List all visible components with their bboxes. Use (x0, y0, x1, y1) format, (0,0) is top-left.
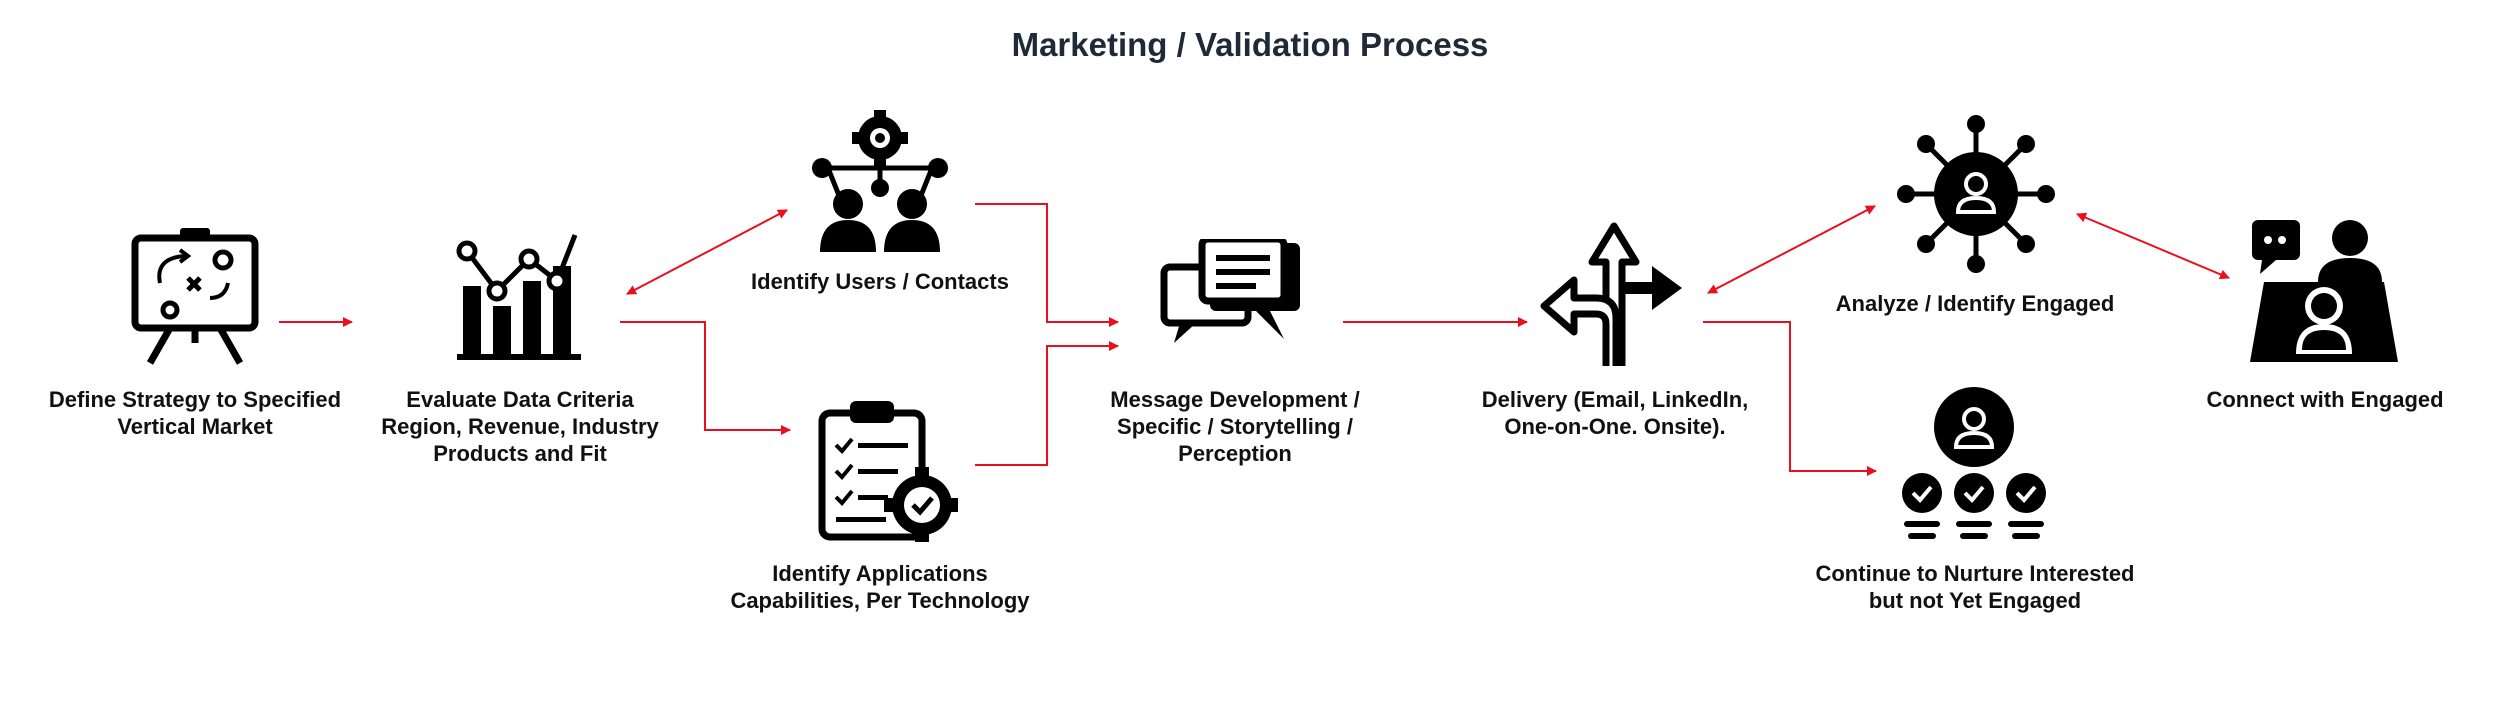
meeting-users-icon (2250, 220, 2398, 362)
chat-bubbles-icon (1160, 239, 1300, 343)
arrow-delivery-analyze (1707, 205, 1876, 294)
label-analyze-engaged: Analyze / Identify Engaged (1835, 291, 2115, 316)
arrow-delivery-to-nurture (1703, 321, 1877, 476)
label-delivery: Delivery (Email, LinkedIn, One-on-One. O… (1481, 387, 1749, 439)
diagram-title: Marketing / Validation Process (1011, 26, 1489, 63)
label-message-development: Message Development / Specific / Storyte… (1110, 387, 1360, 466)
arrow-users-to-message (975, 203, 1119, 327)
label-evaluate-data: Evaluate Data Criteria Region, Revenue, … (381, 387, 659, 466)
arrow-applications-to-message (975, 341, 1119, 466)
clipboard-checklist-gear-icon (818, 401, 958, 542)
label-connect: Connect with Engaged (2206, 387, 2444, 412)
arrow-analyze-connect (2076, 212, 2230, 280)
direction-arrows-icon (1540, 222, 1682, 366)
user-checklist-icon (1902, 387, 2046, 539)
label-define-strategy: Define Strategy to Specified Vertical Ma… (48, 387, 342, 439)
team-network-icon (812, 110, 948, 252)
bar-chart-icon (456, 234, 581, 360)
arrow-evaluate-users (626, 209, 788, 295)
label-nurture: Continue to Nurture Interested but not Y… (1815, 561, 2135, 613)
label-identify-users: Identify Users / Contacts (751, 269, 1009, 294)
strategy-board-icon (131, 228, 259, 365)
label-identify-applications: Identify Applications Capabilities, Per … (730, 561, 1030, 613)
arrow-evaluate-to-applications (620, 321, 791, 435)
user-network-icon (1897, 115, 2055, 273)
